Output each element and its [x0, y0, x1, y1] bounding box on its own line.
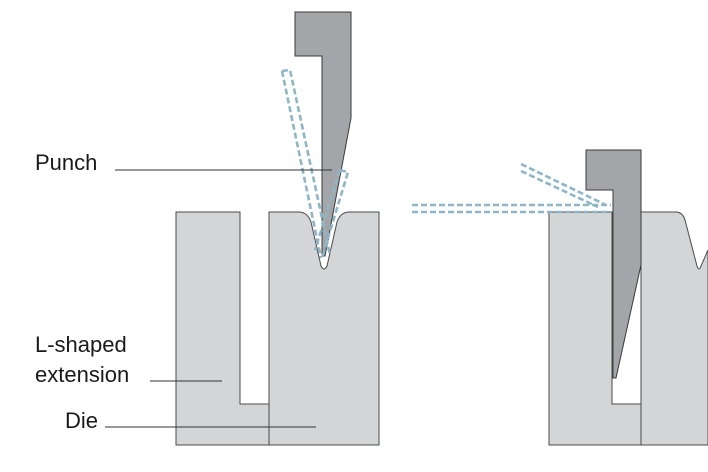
punch-label: Punch: [35, 150, 97, 175]
die-left: [268, 211, 380, 446]
l-shaped-extension-left: [175, 211, 270, 446]
l-shaped-label-line2: extension: [35, 362, 129, 387]
right-assembly: [412, 149, 708, 446]
die-label: Die: [65, 408, 98, 433]
left-assembly: [175, 11, 380, 446]
workpiece-bent-sheet: [280, 68, 350, 259]
l-shaped-extension-right: [548, 211, 642, 446]
leader-lines: [105, 169, 332, 428]
workpiece-sheet-right: [412, 162, 611, 214]
die-right: [640, 211, 708, 446]
l-shaped-label-line1: L-shaped: [35, 332, 127, 357]
punch-right: [585, 149, 642, 379]
